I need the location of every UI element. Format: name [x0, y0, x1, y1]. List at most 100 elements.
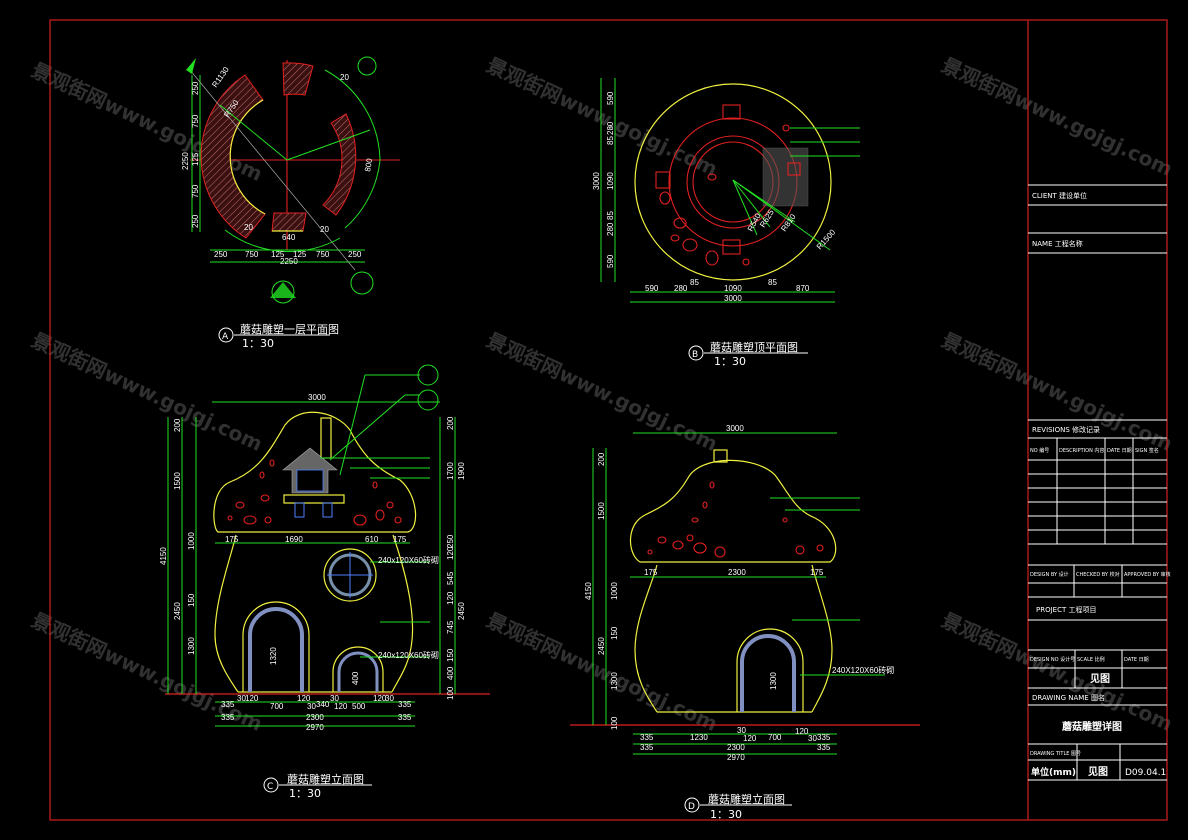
- watermark: 景观街网www.gojgj.com: [483, 608, 721, 736]
- drawing-letter: B: [692, 350, 698, 360]
- dim-label: 1500: [597, 502, 606, 520]
- dim-label: 125: [293, 250, 307, 259]
- dim-label: 20: [340, 73, 349, 82]
- dim-label: 175: [225, 535, 239, 544]
- drawing-scale: 1：30: [714, 355, 746, 368]
- dim-label: 2300: [306, 713, 324, 722]
- drawing-title: 蘑菇雕塑一层平面图: [240, 322, 339, 336]
- dim-label: 120: [373, 694, 387, 703]
- dim-label: 745: [446, 620, 455, 634]
- dim-label: 2250: [280, 257, 298, 266]
- dim-label: 20: [244, 223, 253, 232]
- dim-label: 610: [365, 535, 379, 544]
- drawing-title: 蘑菇雕塑立面图: [287, 772, 364, 786]
- dim-label: 120: [446, 546, 455, 560]
- dim-label: 175: [644, 568, 658, 577]
- dim-label: 1090: [724, 284, 742, 293]
- dim-label: 120: [743, 734, 757, 743]
- dim-label: 85: [768, 278, 777, 287]
- dim-label: 120: [245, 694, 259, 703]
- dim-label: 100: [610, 716, 619, 730]
- drawing-title: 蘑菇雕塑立面图: [708, 792, 785, 806]
- drawing-title: 蘑菇雕塑顶平面图: [710, 340, 798, 354]
- col-sign: SIGN 签名: [1135, 447, 1159, 454]
- dim-label: 800: [363, 157, 374, 172]
- dim-label: 335: [221, 713, 235, 722]
- dim-label: 85: [606, 136, 615, 145]
- dim-label: 1300: [610, 672, 619, 690]
- dim-label: 1900: [457, 462, 466, 480]
- dim-label: 125: [191, 152, 200, 166]
- dim-label: 175: [393, 535, 407, 544]
- dim-label: 400: [351, 671, 360, 685]
- drawing-number: D09.04.1: [1125, 768, 1166, 778]
- dim-label: 2300: [727, 743, 745, 752]
- dim-label: 1690: [285, 535, 303, 544]
- drawing-letter: D: [688, 802, 695, 812]
- dim-label: 30: [330, 694, 339, 703]
- dim-label: 335: [817, 733, 831, 742]
- unit-value: 单位(mm): [1031, 766, 1076, 778]
- title-block-text: CLIENT 建设单位 NAME 工程名称 REVISIONS 修改记录 NO …: [1030, 191, 1171, 778]
- dim-label: 700: [270, 702, 284, 711]
- scale-value: 见图: [1090, 673, 1110, 685]
- dim-label: 3000: [726, 424, 744, 433]
- watermark: 景观街网www.gojgj.com: [28, 328, 266, 456]
- dim-label: 1300: [187, 637, 196, 655]
- dim-label: 335: [640, 733, 654, 742]
- dim-label: 250: [191, 214, 200, 228]
- dim-label: 2300: [728, 568, 746, 577]
- dim-label: 120: [795, 727, 809, 736]
- dim-label: 250: [348, 250, 362, 259]
- note-label: 240x120X60砖砌: [378, 650, 439, 660]
- dim-label: 200: [446, 416, 455, 430]
- watermark: 景观街网www.gojgj.com: [483, 53, 721, 181]
- note-label: 240X120X60砖砌: [832, 665, 894, 675]
- dim-label: 120: [334, 702, 348, 711]
- drawing-scale: 1：30: [289, 787, 321, 800]
- dim-label: 750: [316, 250, 330, 259]
- client-label: CLIENT 建设单位: [1032, 191, 1087, 200]
- col-no: NO 编号: [1030, 447, 1049, 454]
- dim-label: 750: [245, 250, 259, 259]
- dim-label: 870: [796, 284, 810, 293]
- dim-label: 4150: [159, 547, 168, 565]
- dim-label: 500: [352, 702, 366, 711]
- project-label: PROJECT 工程项目: [1036, 605, 1096, 614]
- drawing-letter: A: [222, 332, 229, 342]
- dim-label: 2450: [457, 602, 466, 620]
- drawing-title-label: DRAWING TITLE 图号: [1030, 751, 1081, 757]
- drawing-a-ground-plan: 250 750 125 125 750 250 2250 640 250 750…: [181, 56, 400, 350]
- dim-label: 750: [191, 184, 200, 198]
- dim-label: 175: [810, 568, 824, 577]
- dim-label: 700: [768, 733, 782, 742]
- checked-by-label: CHECKED BY 校对: [1076, 571, 1120, 578]
- dim-label: 85: [690, 278, 699, 287]
- unit-scale: 见图: [1088, 766, 1108, 778]
- dim-label: 100: [446, 686, 455, 700]
- dim-label: 30: [737, 726, 746, 735]
- dim-label: 150: [446, 648, 455, 662]
- drawing-scale: 1：30: [710, 808, 742, 821]
- dim-label: 250: [446, 534, 455, 548]
- drawing-name: 蘑菇雕塑详图: [1062, 720, 1122, 733]
- dim-label: 400: [446, 666, 455, 680]
- dim-label: 250: [191, 81, 200, 95]
- watermark: 景观街网www.gojgj.com: [938, 608, 1176, 736]
- dim-label: 590: [606, 91, 615, 105]
- dim-label: 2450: [597, 637, 606, 655]
- dim-label: 1300: [769, 672, 778, 690]
- dim-label: 1230: [690, 733, 708, 742]
- dim-label: 250: [214, 250, 228, 259]
- dim-label: 335: [398, 700, 412, 709]
- dim-label: 150: [610, 626, 619, 640]
- dim-label: 3000: [724, 294, 742, 303]
- dim-label: 1000: [610, 582, 619, 600]
- project-name-label: NAME 工程名称: [1032, 239, 1083, 248]
- dim-label: 590: [645, 284, 659, 293]
- dim-label: 340: [316, 700, 330, 709]
- dim-label: 30: [237, 694, 246, 703]
- dim-label: 150: [187, 593, 196, 607]
- dim-label: 200: [597, 452, 606, 466]
- dim-label: 20: [320, 225, 329, 234]
